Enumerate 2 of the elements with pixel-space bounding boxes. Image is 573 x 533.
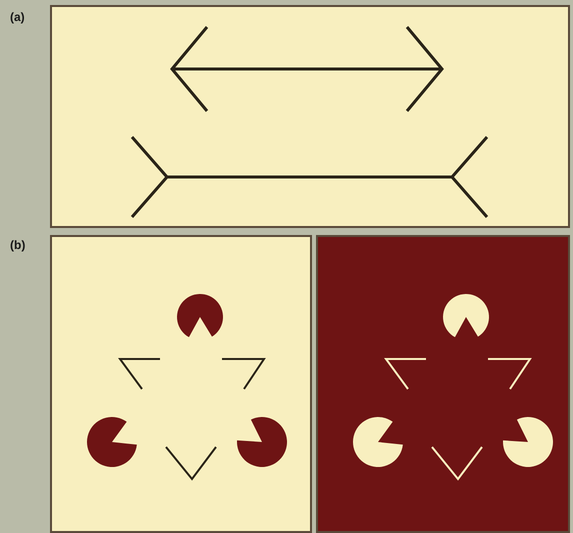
panel-label: (b) [10,237,26,254]
panel-label: (a) [10,9,25,26]
